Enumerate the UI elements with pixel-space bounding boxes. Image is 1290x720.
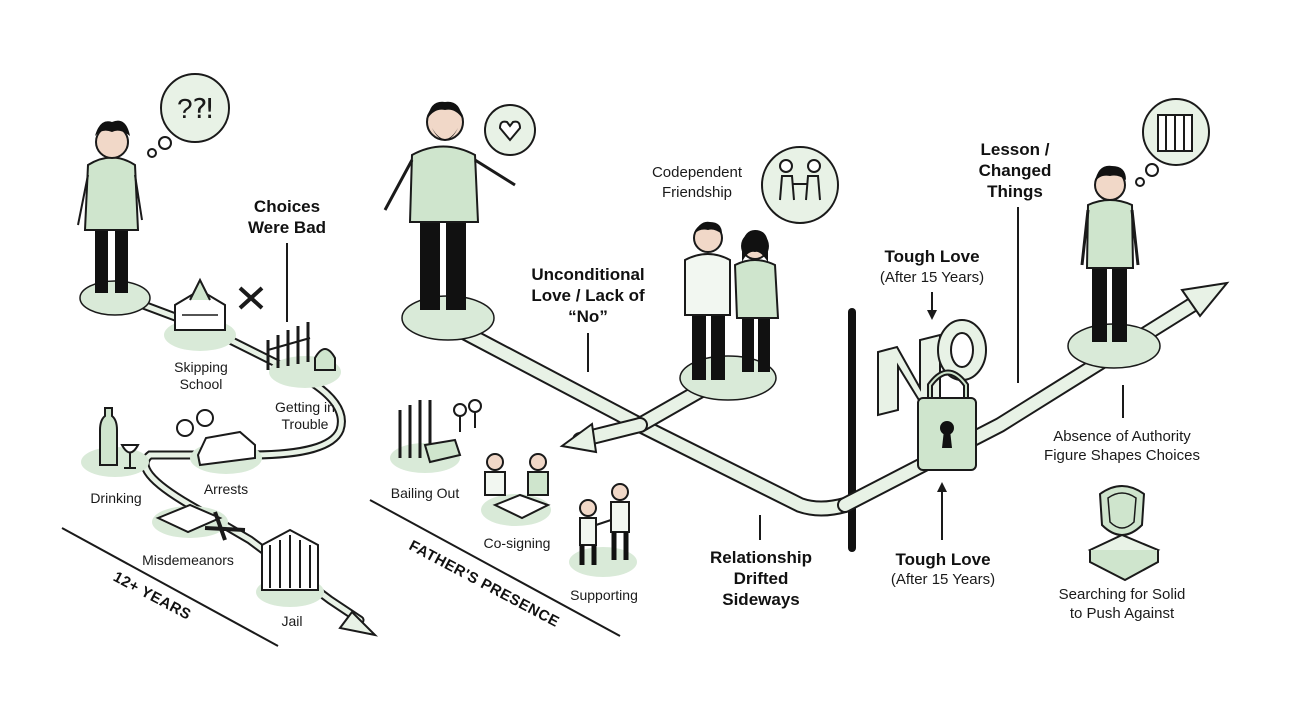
label-codependent-2: Friendship (662, 184, 732, 201)
left-axis-line (61, 527, 279, 647)
label-unconditional-3: “No” (568, 307, 608, 326)
label-drifted-3: Sideways (722, 590, 800, 609)
cage-thought-bubble (1135, 98, 1210, 187)
cosigning-node (481, 453, 551, 526)
label-tough-bottom-1: Tough Love (895, 550, 990, 569)
trouble-node (266, 322, 341, 388)
label-trouble-2: Trouble (282, 416, 329, 432)
label-cosigning: Co-signing (484, 535, 551, 551)
branch-arrowhead (559, 422, 598, 454)
label-skipping-2: School (180, 376, 223, 392)
gavel-icon (204, 511, 246, 541)
contract-icon (492, 493, 551, 520)
question-marks-icon: ?⁈ (177, 93, 213, 124)
label-choices-2: Were Bad (248, 218, 326, 237)
left-path-arrowhead (338, 610, 379, 637)
label-tough-bottom-2: (After 15 Years) (891, 571, 995, 588)
label-drinking: Drinking (90, 490, 141, 506)
arrests-node (176, 409, 262, 474)
misdemeanors-node (152, 503, 246, 541)
friends-thought-bubble (761, 146, 839, 224)
bailing-out-node (390, 399, 482, 473)
handshake-icon (595, 519, 612, 526)
label-skipping-1: Skipping (174, 359, 228, 375)
label-drifted-2: Drifted (734, 569, 789, 588)
left-timeline: 12+ YEARS ?⁈ Skipping School (61, 73, 379, 647)
glass-icon (120, 444, 140, 469)
label-choices-1: Choices (254, 197, 320, 216)
supporting-node (569, 483, 637, 577)
label-supporting: Supporting (570, 587, 638, 603)
no-letters (877, 319, 987, 417)
documents-icon (155, 503, 223, 534)
tough-bottom-arrow (937, 482, 947, 492)
label-absence-1: Absence of Authority (1053, 428, 1191, 445)
father-figure (383, 101, 516, 341)
bottle-icon (99, 407, 118, 466)
padlock-icon (917, 369, 977, 471)
label-tough-top-1: Tough Love (884, 247, 979, 266)
teen-figure (77, 120, 151, 316)
siren-icon (314, 348, 336, 371)
label-searching-2: to Push Against (1070, 605, 1175, 622)
label-misdemeanors: Misdemeanors (142, 552, 234, 568)
heart-thought-bubble (484, 104, 536, 156)
middle-axis-line (369, 499, 621, 637)
label-arrests: Arrests (204, 481, 248, 497)
label-lesson-2: Changed (979, 161, 1052, 180)
label-tough-top-2: (After 15 Years) (880, 269, 984, 286)
middle-axis-label: FATHER'S PRESENCE (406, 537, 562, 631)
label-drifted-1: Relationship (710, 548, 812, 567)
confusion-thought-bubble: ?⁈ (147, 73, 230, 158)
label-unconditional-2: Love / Lack of (531, 286, 645, 305)
x-icon (238, 286, 264, 310)
handcuffs-icon (176, 419, 194, 437)
police-car-icon (196, 430, 256, 467)
right-section: Tough Love (After 15 Years) Tough Love (… (837, 98, 1230, 622)
bars-icon (398, 400, 432, 458)
school-node (164, 277, 264, 351)
middle-section: Unconditional Love / Lack of “No” Codepe… (369, 101, 853, 637)
label-absence-2: Figure Shapes Choices (1044, 447, 1200, 464)
shield-pedestal (1087, 485, 1161, 582)
heart-icon (498, 120, 522, 142)
drinking-node (81, 407, 149, 477)
key-icon (453, 403, 467, 417)
codependent-couple (679, 221, 780, 401)
label-trouble-1: Getting in (275, 399, 335, 415)
label-codependent-1: Codependent (652, 164, 743, 181)
cash-icon (423, 438, 462, 464)
label-lesson-1: Lesson / (981, 140, 1050, 159)
label-unconditional-1: Unconditional (531, 265, 644, 284)
tough-top-arrow (927, 310, 937, 320)
label-bailing: Bailing Out (391, 485, 460, 501)
friends-icon (779, 159, 793, 173)
young-man-figure (1067, 165, 1161, 369)
label-jail: Jail (281, 613, 302, 629)
jail-node (256, 528, 324, 607)
label-searching-1: Searching for Solid (1059, 586, 1186, 603)
left-path-fill (127, 297, 363, 623)
label-lesson-3: Things (987, 182, 1043, 201)
right-path-arrowhead (1180, 281, 1230, 318)
